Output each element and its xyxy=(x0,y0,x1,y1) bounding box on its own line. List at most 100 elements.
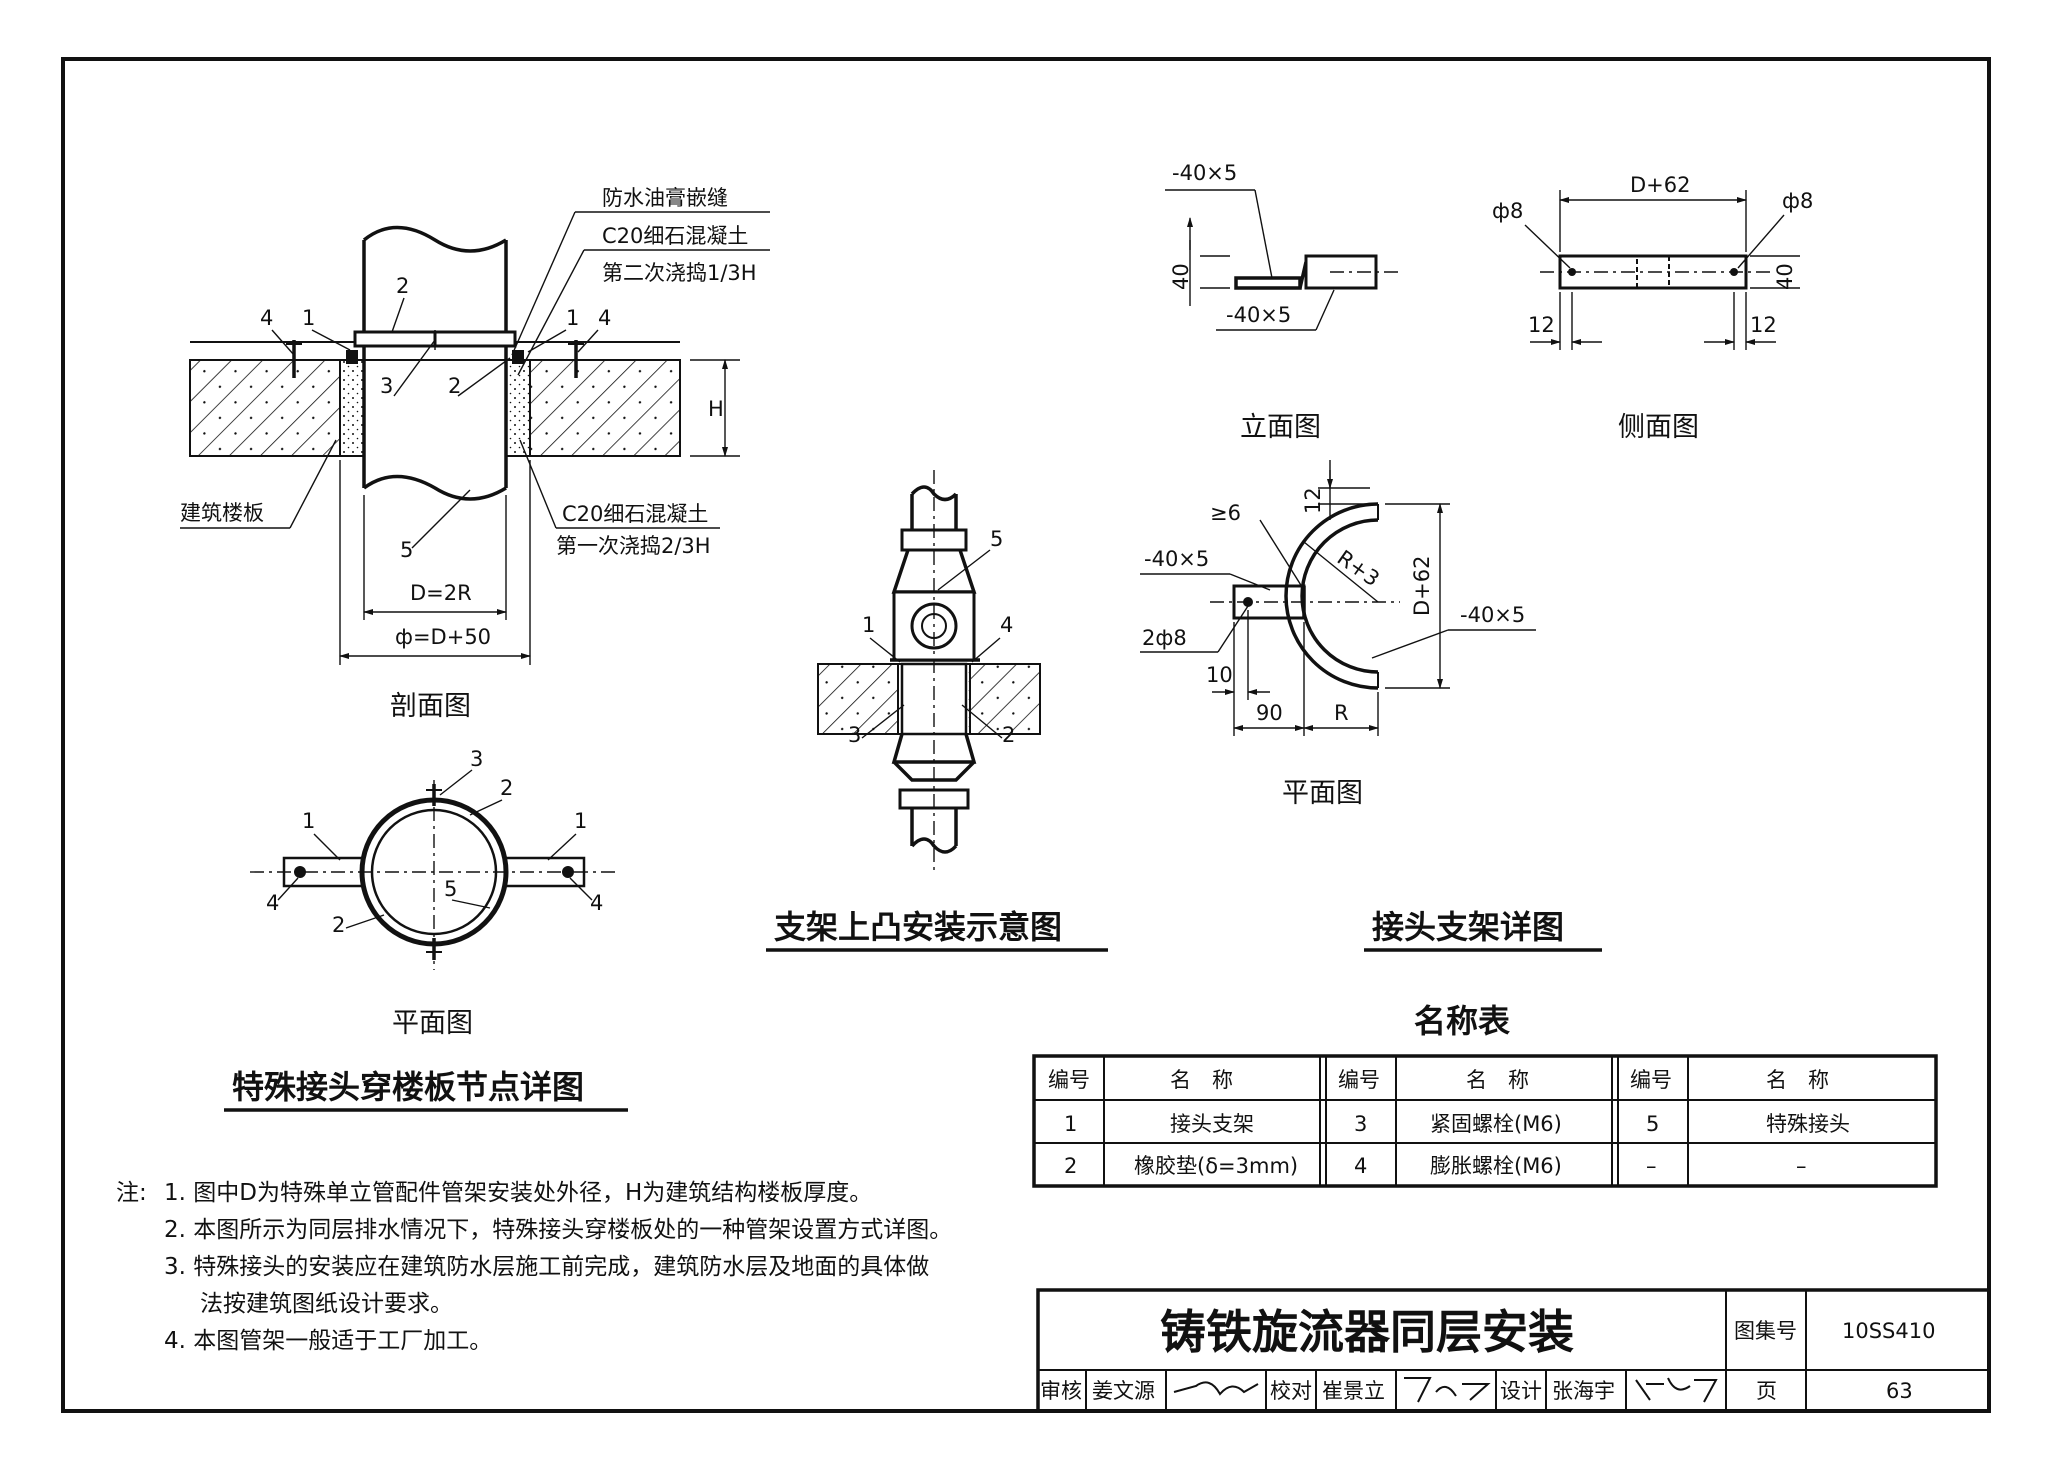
floor-slab-left xyxy=(189,359,341,457)
elev-dim-height: 40 xyxy=(1169,263,1193,290)
th-name-1: 名 称 xyxy=(1170,1068,1233,1092)
sheet-border xyxy=(61,57,1991,1413)
dim-phi: ф=D+50 xyxy=(395,625,491,649)
plan-callout-4-right: 4 xyxy=(590,891,603,915)
cell-r1-c2: 接头支架 xyxy=(1170,1112,1254,1136)
designer-name: 张海宇 xyxy=(1552,1379,1615,1403)
callout-2-top: 2 xyxy=(396,274,409,298)
title-middle: 支架上凸安装示意图 xyxy=(774,908,1062,946)
plan-dim-12: 12 xyxy=(1301,487,1325,514)
note-2: 2. 本图所示为同层排水情况下，特殊接头穿楼板处的一种管架设置方式详图。 xyxy=(164,1217,952,1243)
plan-callout-1-left: 1 xyxy=(302,809,315,833)
callout-4-left: 4 xyxy=(260,306,273,330)
cell-r2-c3: 4 xyxy=(1354,1154,1367,1178)
atlas-label: 图集号 xyxy=(1734,1319,1797,1343)
notes-prefix: 注: xyxy=(116,1180,147,1206)
cell-r1-c3: 3 xyxy=(1354,1112,1367,1136)
bracket-plan: D+62 ≥6 12 R+3 -40×5 -40×5 2ф8 10 90 R 平… xyxy=(1140,460,1536,809)
check-label: 校对 xyxy=(1270,1379,1312,1403)
plan-callout-2-top: 2 xyxy=(500,776,513,800)
cell-r2-c6: – xyxy=(1796,1154,1807,1178)
cell-r2-c2: 橡胶垫(δ=3mm) xyxy=(1134,1154,1298,1178)
elev-dim-top: -40×5 xyxy=(1172,161,1237,185)
review-label: 审核 xyxy=(1040,1379,1082,1403)
design-label: 设计 xyxy=(1500,1379,1542,1403)
label-c20-top: C20细石混凝土 xyxy=(602,224,748,248)
label-second-pour: 第二次浇捣1/3H xyxy=(602,261,757,285)
plan-dim-r: R+3 xyxy=(1333,546,1384,592)
drawing-title: 铸铁旋流器同层安装 xyxy=(1160,1305,1574,1359)
label-h: H xyxy=(708,397,724,421)
label-waterproof: 防水油膏嵌缝 xyxy=(602,186,728,210)
title-block: 铸铁旋流器同层安装 图集号 10SS410 审核 姜文源 校对 崔景立 设计 张… xyxy=(1036,1288,1991,1413)
reviewer-signature xyxy=(1173,1381,1259,1396)
plan-dim-10: 10 xyxy=(1206,663,1233,687)
title-left: 特殊接头穿楼板节点详图 xyxy=(232,1068,584,1106)
mid-callout-3: 3 xyxy=(848,723,861,747)
pipe-section xyxy=(362,225,507,253)
side-dim-width: D+62 xyxy=(1630,173,1691,197)
page-no: 63 xyxy=(1886,1379,1913,1403)
cell-r2-c5: – xyxy=(1646,1154,1657,1178)
note-1: 1. 图中D为特殊单立管配件管架安装处外径，H为建筑结构楼板厚度。 xyxy=(164,1180,872,1206)
th-name-3: 名 称 xyxy=(1766,1068,1829,1092)
bracket-plate-left xyxy=(353,330,437,348)
title-bracket: 接头支架详图 xyxy=(1372,908,1564,946)
label-first-pour: 第一次浇捣2/3H xyxy=(556,534,711,558)
caption-plan-left: 平面图 xyxy=(392,1008,473,1039)
plan-callout-2-bottom: 2 xyxy=(332,913,345,937)
caption-elevation: 立面图 xyxy=(1240,412,1321,443)
floor-slab-right xyxy=(529,359,681,457)
callout-1-right: 1 xyxy=(566,306,579,330)
plan-callout-4-left: 4 xyxy=(266,891,279,915)
plan-dim-strap-right: -40×5 xyxy=(1460,603,1525,627)
name-table-title: 名称表 xyxy=(1414,1002,1510,1040)
bracket-side: D+62 ф8 ф8 40 12 12 侧面图 xyxy=(1492,173,1813,443)
bracket-plate-right xyxy=(433,330,517,348)
cell-r1-c1: 1 xyxy=(1064,1112,1077,1136)
bracket-elevation: -40×5 40 -40×5 立面图 xyxy=(1165,161,1400,443)
plan-callout-5: 5 xyxy=(444,877,457,901)
mid-callout-1: 1 xyxy=(862,613,875,637)
caption-section: 剖面图 xyxy=(390,691,471,722)
elev-dim-bottom: -40×5 xyxy=(1226,303,1291,327)
page-label: 页 xyxy=(1756,1379,1777,1403)
note-3-cont: 法按建筑图纸设计要求。 xyxy=(200,1291,453,1317)
note-4: 4. 本图管架一般适于工厂加工。 xyxy=(164,1328,492,1354)
callout-2-mid: 2 xyxy=(448,374,461,398)
plan-callout-1-right: 1 xyxy=(574,809,587,833)
label-floor: 建筑楼板 xyxy=(180,501,264,525)
plan-dim-strap-left: -40×5 xyxy=(1144,547,1209,571)
callout-1-left: 1 xyxy=(302,306,315,330)
plan-dim-90: 90 xyxy=(1256,701,1283,725)
th-no-1: 编号 xyxy=(1048,1068,1090,1092)
atlas-no: 10SS410 xyxy=(1842,1319,1935,1343)
caption-plan-right: 平面图 xyxy=(1282,778,1363,809)
mid-callout-2: 2 xyxy=(1002,723,1015,747)
cell-r1-c6: 特殊接头 xyxy=(1766,1112,1850,1136)
cell-r2-c4: 膨胀螺栓(M6) xyxy=(1430,1154,1562,1178)
dim-d: D=2R xyxy=(410,581,472,605)
label-c20-bottom: C20细石混凝土 xyxy=(562,502,708,526)
mid-callout-4: 4 xyxy=(1000,613,1013,637)
cell-r1-c4: 紧固螺栓(M6) xyxy=(1430,1112,1562,1136)
side-dim-height: 40 xyxy=(1773,263,1797,290)
checker-signature xyxy=(1404,1377,1491,1403)
mid-callout-5: 5 xyxy=(990,527,1003,551)
plan-view-left: 3 2 1 1 4 4 5 2 平面图 xyxy=(250,747,615,1039)
section-view: H D=2R ф=D+50 防水油膏嵌缝 C20细石混凝土 第二次浇捣1/3H … xyxy=(180,186,770,722)
notes: 注: 1. 图中D为特殊单立管配件管架安装处外径，H为建筑结构楼板厚度。 2. … xyxy=(116,1180,952,1354)
th-name-2: 名 称 xyxy=(1466,1068,1529,1092)
plan-dim-weld: ≥6 xyxy=(1210,501,1241,525)
callout-5: 5 xyxy=(400,538,413,562)
name-table: 名称表 编号 名 称 编号 名 称 编号 名 称 1 接头支架 3 紧固螺栓(M… xyxy=(1032,1002,1938,1188)
checker-name: 崔景立 xyxy=(1322,1379,1385,1403)
plan-callout-3: 3 xyxy=(470,747,483,771)
note-3: 3. 特殊接头的安装应在建筑防水层施工前完成，建筑防水层及地面的具体做 xyxy=(164,1254,929,1280)
callout-3: 3 xyxy=(380,374,393,398)
concrete-infill-left xyxy=(339,359,365,457)
designer-signature xyxy=(1635,1377,1718,1403)
cell-r1-c5: 5 xyxy=(1646,1112,1659,1136)
side-dim-right: 12 xyxy=(1750,313,1777,337)
plan-dim-height: D+62 xyxy=(1410,556,1434,617)
